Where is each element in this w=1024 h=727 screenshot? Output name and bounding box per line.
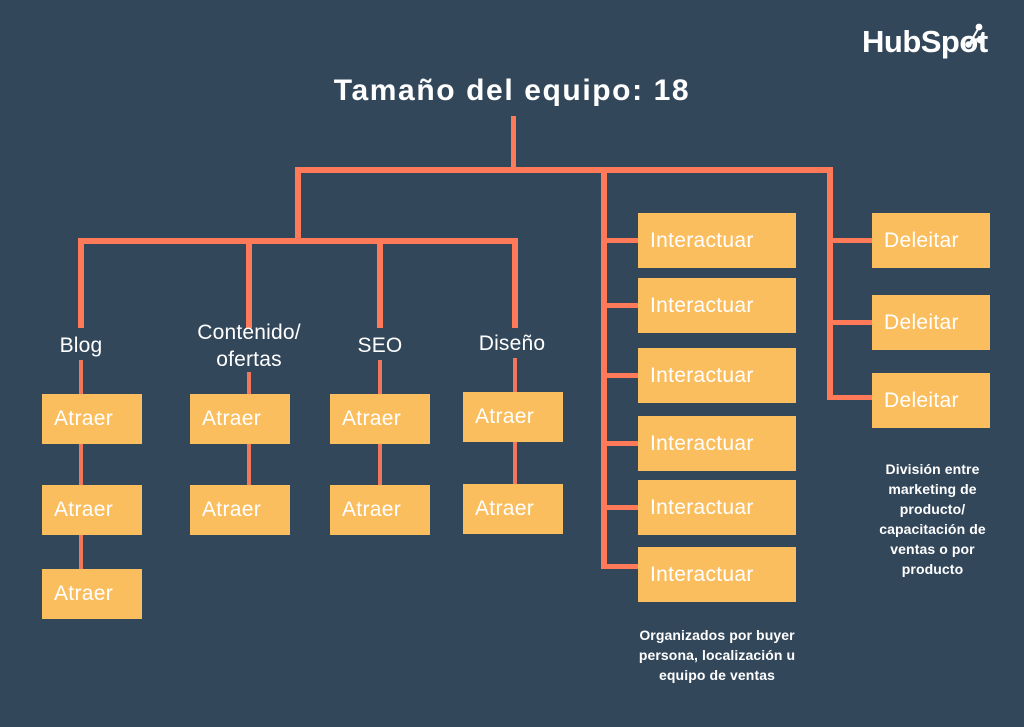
caption-delight-line2: marketing de xyxy=(888,481,977,497)
connector-engage-stub-2 xyxy=(607,303,639,308)
node-label: Atraer xyxy=(342,407,401,430)
node-attract-col0-3[interactable]: Atraer xyxy=(42,569,142,619)
node-attract-col2-1[interactable]: Atraer xyxy=(330,394,430,444)
node-label: Atraer xyxy=(342,498,401,521)
node-label: Atraer xyxy=(202,407,261,430)
connector-col2-box1-to-box2 xyxy=(378,444,382,485)
caption-delight-line3: producto/ xyxy=(899,501,966,517)
logo-text: HubSp xyxy=(862,24,960,59)
node-label: Deleitar xyxy=(884,228,959,252)
node-attract-col3-2[interactable]: Atraer xyxy=(463,484,563,534)
node-label: Atraer xyxy=(475,497,534,520)
node-attract-col0-1[interactable]: Atraer xyxy=(42,394,142,444)
connector-delight-stub-1 xyxy=(833,238,873,243)
node-engage-4[interactable]: Interactuar xyxy=(638,416,796,471)
node-label: Atraer xyxy=(54,407,113,430)
column-label-contenido-line2: ofertas xyxy=(216,348,282,371)
connector-col1-label-to-box1 xyxy=(247,372,251,394)
caption-engage-line1: Organizados por buyer xyxy=(639,627,795,643)
node-label: Atraer xyxy=(54,498,113,521)
connector-engage-stub-5 xyxy=(607,505,639,510)
node-label: Interactuar xyxy=(650,562,754,586)
column-label-diseno-line1: Diseño xyxy=(478,332,546,355)
connector-left-spine xyxy=(295,167,301,244)
column-label-diseno: Diseño xyxy=(442,330,582,357)
caption-engage-line3: equipo de ventas xyxy=(659,667,775,683)
node-label: Deleitar xyxy=(884,388,959,412)
connector-drop-col-1 xyxy=(246,238,252,328)
page-title: Tamaño del equipo: 18 xyxy=(333,74,691,107)
node-engage-3[interactable]: Interactuar xyxy=(638,348,796,403)
node-attract-col2-2[interactable]: Atraer xyxy=(330,485,430,535)
node-label: Deleitar xyxy=(884,310,959,334)
caption-engage: Organizados por buyer persona, localizac… xyxy=(597,625,837,685)
node-engage-5[interactable]: Interactuar xyxy=(638,480,796,535)
column-label-blog: Blog xyxy=(11,332,151,359)
node-attract-col3-1[interactable]: Atraer xyxy=(463,392,563,442)
node-delight-1[interactable]: Deleitar xyxy=(872,213,990,268)
connector-engage-stub-4 xyxy=(607,441,639,446)
connector-col0-box2-to-box3 xyxy=(79,535,83,569)
node-engage-2[interactable]: Interactuar xyxy=(638,278,796,333)
connector-drop-col-3 xyxy=(512,238,518,328)
node-attract-col1-1[interactable]: Atraer xyxy=(190,394,290,444)
node-label: Interactuar xyxy=(650,495,754,519)
connector-col3-box1-to-box2 xyxy=(513,442,517,484)
node-label: Interactuar xyxy=(650,228,754,252)
node-attract-col0-2[interactable]: Atraer xyxy=(42,485,142,535)
node-delight-3[interactable]: Deleitar xyxy=(872,373,990,428)
node-label: Interactuar xyxy=(650,363,754,387)
caption-delight-line1: División entre xyxy=(885,461,980,477)
connector-columns-horizontal xyxy=(78,238,518,244)
node-label: Atraer xyxy=(475,405,534,428)
node-attract-col1-2[interactable]: Atraer xyxy=(190,485,290,535)
caption-delight: División entre marketing de producto/ ca… xyxy=(855,459,1010,579)
node-engage-6[interactable]: Interactuar xyxy=(638,547,796,602)
connector-drop-col-2 xyxy=(377,238,383,328)
connector-engage-stub-6 xyxy=(607,564,639,569)
column-label-contenido-line1: Contenido/ xyxy=(197,321,301,344)
caption-delight-line4: capacitación de xyxy=(879,521,986,537)
node-delight-2[interactable]: Deleitar xyxy=(872,295,990,350)
connector-col1-box1-to-box2 xyxy=(247,444,251,485)
connector-drop-col-0 xyxy=(78,238,84,328)
hubspot-logo: HubSpot xyxy=(862,20,1004,64)
node-label: Atraer xyxy=(202,498,261,521)
connector-col3-label-to-box1 xyxy=(513,358,517,392)
hubspot-sprocket-icon xyxy=(965,23,984,48)
node-label: Atraer xyxy=(54,582,113,605)
column-label-blog-line1: Blog xyxy=(59,334,103,357)
connector-trunk-vertical xyxy=(511,116,516,172)
connector-engage-stub-1 xyxy=(607,238,639,243)
connector-right-spine xyxy=(827,167,833,400)
node-engage-1[interactable]: Interactuar xyxy=(638,213,796,268)
connector-delight-stub-2 xyxy=(833,320,873,325)
node-label: Interactuar xyxy=(650,293,754,317)
connector-delight-stub-3 xyxy=(833,395,873,400)
caption-delight-line6: producto xyxy=(901,561,964,577)
connector-col0-box1-to-box2 xyxy=(79,444,83,485)
column-label-seo-line1: SEO xyxy=(357,334,403,357)
connector-col2-label-to-box1 xyxy=(378,360,382,394)
connector-col0-label-to-box1 xyxy=(79,360,83,394)
column-label-contenido: Contenido/ ofertas xyxy=(179,319,319,373)
caption-engage-line2: persona, localización u xyxy=(638,647,796,663)
connector-main-horizontal xyxy=(295,167,833,173)
node-label: Interactuar xyxy=(650,431,754,455)
connector-middle-spine xyxy=(601,167,607,569)
column-label-seo: SEO xyxy=(310,332,450,359)
connector-engage-stub-3 xyxy=(607,373,639,378)
caption-delight-line5: ventas o por xyxy=(890,541,975,557)
